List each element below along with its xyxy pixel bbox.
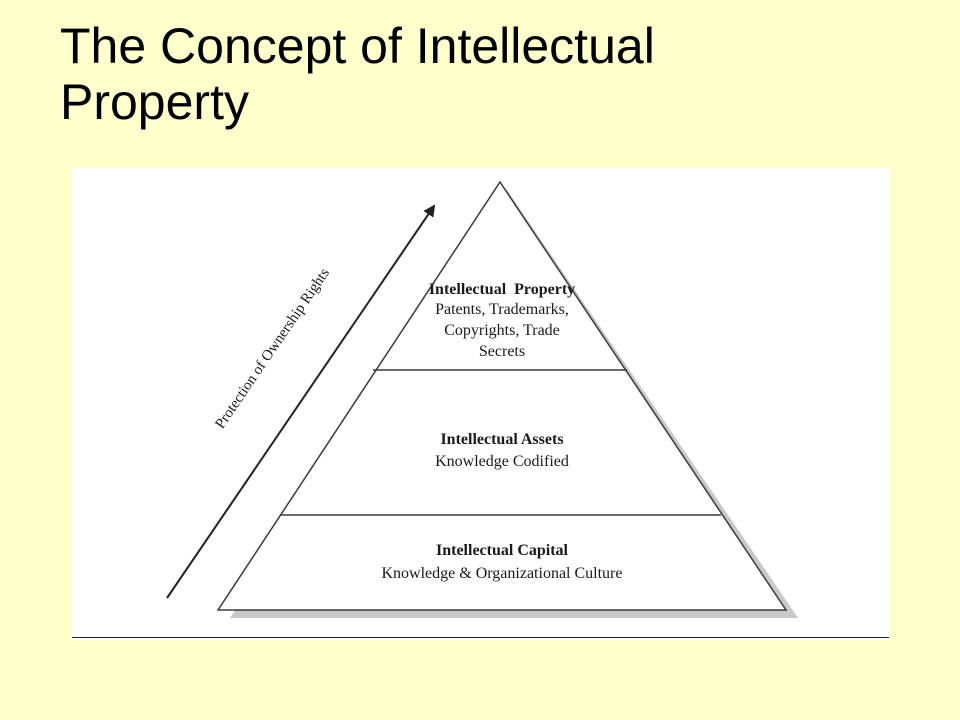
protection-arrow (166, 204, 436, 599)
tier-intellectual-capital: Intellectual Capital Knowledge & Organiz… (382, 542, 623, 582)
protection-axis-label: Protection of Ownership Rights (212, 265, 333, 431)
tier-assets-title: Intellectual Assets (440, 431, 563, 448)
tier-property-title: Intellectual Property (429, 281, 575, 298)
slide-title-line-2: Property (60, 74, 249, 130)
tier-property-line-2: Copyrights, Trade (444, 322, 560, 339)
tier-property-line-3: Secrets (479, 343, 525, 360)
slide-title-line-1: The Concept of Intellectual (60, 18, 655, 74)
tier-property-line-1: Patents, Trademarks, (435, 301, 569, 318)
pyramid-outline (216, 180, 788, 611)
slide-title: The Concept of Intellectual Property (60, 18, 920, 130)
tier-intellectual-assets: Intellectual Assets Knowledge Codified (435, 431, 569, 470)
tier-intellectual-property: Intellectual Property Patents, Trademark… (429, 281, 575, 360)
tier-assets-line-1: Knowledge Codified (435, 453, 569, 470)
tier-capital-title: Intellectual Capital (436, 542, 569, 559)
pyramid-svg: Intellectual Property Patents, Trademark… (166, 180, 798, 618)
tier-capital-line-1: Knowledge & Organizational Culture (382, 565, 623, 582)
pyramid-diagram: Intellectual Property Patents, Trademark… (72, 168, 890, 640)
bottom-rule (72, 637, 889, 638)
